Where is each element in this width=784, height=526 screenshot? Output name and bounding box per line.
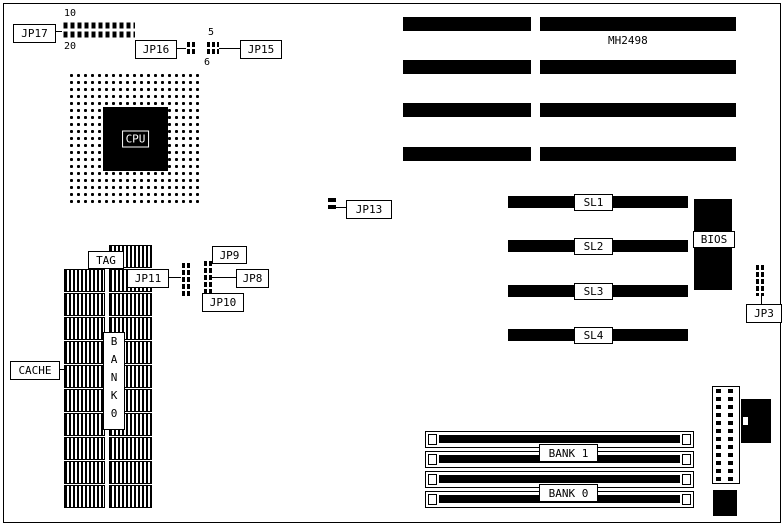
cpu-die: CPU <box>103 107 168 171</box>
jp15-label: JP15 <box>240 40 282 59</box>
expansion-slot-bar <box>403 147 531 161</box>
simm-latch <box>682 454 691 465</box>
tag-label: TAG <box>88 251 124 269</box>
bank0-vertical-label: B A N K 0 <box>103 332 125 430</box>
jp13-pointer-line <box>336 207 346 208</box>
cpu-label: CPU <box>121 130 150 148</box>
sl3-label: SL3 <box>574 283 613 300</box>
simm-contact-bar <box>439 435 680 443</box>
expansion-slot-bar <box>540 147 736 161</box>
jp9-label: JP9 <box>212 246 247 264</box>
din-keyboard-connector <box>741 399 771 443</box>
expansion-slot-bar <box>540 17 736 31</box>
jp17-pointer-line <box>53 31 62 32</box>
jp17-label: JP17 <box>13 24 56 43</box>
cache-sram-chip <box>64 485 105 508</box>
jp15-pin5-text: 5 <box>208 27 215 38</box>
bios-label: BIOS <box>693 231 735 248</box>
cache-sram-chip <box>109 437 152 460</box>
power-connector <box>713 490 737 516</box>
jp9-jp8-jp10-header <box>203 260 212 294</box>
simm-slot <box>425 431 694 448</box>
sl1-label: SL1 <box>574 194 613 211</box>
jp11-header <box>181 262 190 296</box>
cache-sram-chip <box>109 461 152 484</box>
jp8-pointer-line <box>212 277 236 278</box>
sl2-label: SL2 <box>574 238 613 255</box>
jp3-label: JP3 <box>746 304 782 323</box>
simm-latch <box>428 434 437 445</box>
simm-latch <box>682 494 691 505</box>
jp15-pointer-line <box>219 48 240 49</box>
jp17-header <box>62 21 135 39</box>
jp10-label: JP10 <box>202 293 244 312</box>
cache-pointer-line <box>58 369 64 370</box>
simm-latch <box>428 454 437 465</box>
jp3-header <box>755 264 766 296</box>
cache-sram-chip <box>64 293 105 316</box>
cache-sram-chip <box>64 437 105 460</box>
simm-latch <box>682 434 691 445</box>
jp3-pointer-line <box>761 296 762 304</box>
expansion-slot-bar <box>540 60 736 74</box>
jp13-label: JP13 <box>346 200 392 219</box>
sl4-label: SL4 <box>574 327 613 344</box>
cache-sram-chip <box>109 485 152 508</box>
keyboard-pin-header <box>712 386 740 484</box>
expansion-slot-bar <box>403 17 531 31</box>
jp16-pointer-line <box>175 48 186 49</box>
board-model-text: MH2498 <box>608 34 648 47</box>
board-outline <box>3 3 781 523</box>
expansion-slot-bar <box>540 103 736 117</box>
jp13-header <box>328 198 336 212</box>
jp8-label: JP8 <box>236 269 269 288</box>
cache-sram-chip <box>64 341 105 364</box>
simm-latch <box>682 474 691 485</box>
expansion-slot-bar <box>403 103 531 117</box>
cache-sram-chip <box>64 269 105 292</box>
jp16-header <box>186 41 195 56</box>
jp15-pin6-text: 6 <box>204 57 211 68</box>
cache-sram-chip <box>64 461 105 484</box>
simm-contact-bar <box>439 475 680 483</box>
jp11-label: JP11 <box>127 269 169 288</box>
jp11-pointer-line <box>167 277 181 278</box>
bank1-label: BANK 1 <box>539 444 598 462</box>
cache-sram-chip <box>64 413 105 436</box>
cache-label: CACHE <box>10 361 60 380</box>
simm-latch <box>428 494 437 505</box>
expansion-slot-bar <box>403 60 531 74</box>
jp15-header <box>206 41 219 56</box>
jp16-label: JP16 <box>135 40 177 59</box>
jp17-pin20-text: 20 <box>64 41 77 52</box>
bank0-label: BANK 0 <box>539 484 598 502</box>
simm-latch <box>428 474 437 485</box>
din-notch <box>743 417 748 425</box>
cache-sram-chip <box>64 389 105 412</box>
cache-sram-chip <box>109 293 152 316</box>
jp17-pin10-text: 10 <box>64 8 77 19</box>
cache-sram-chip <box>64 365 105 388</box>
cache-sram-chip <box>64 317 105 340</box>
